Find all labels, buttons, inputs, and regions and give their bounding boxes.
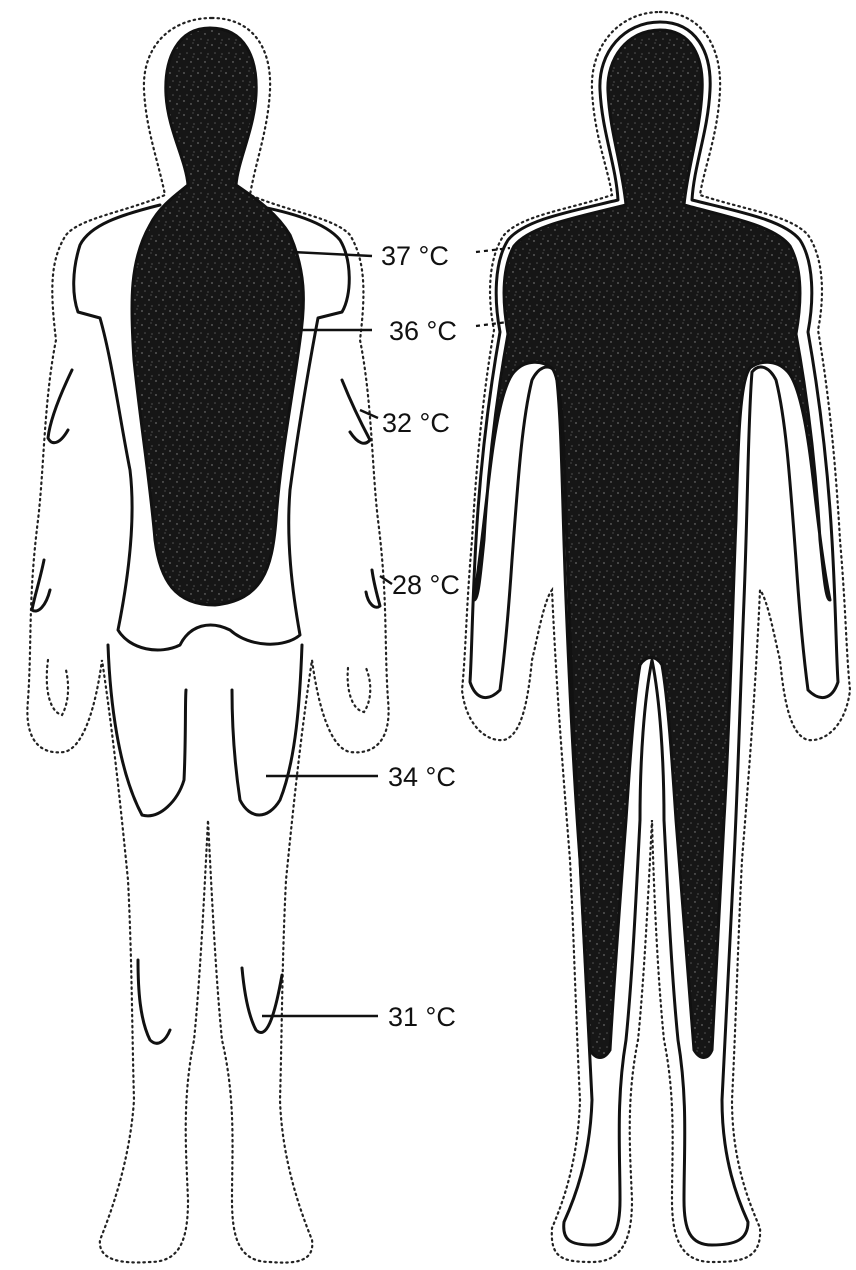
warm-body-figure	[462, 12, 850, 1262]
cold-core-region	[132, 28, 304, 605]
warm-core-region	[474, 30, 830, 1058]
label-36c: 36 °C	[389, 316, 457, 346]
leader-37c-left	[292, 252, 372, 256]
cold-right-hand-contour	[366, 570, 380, 607]
label-28c: 28 °C	[392, 570, 460, 600]
cold-body-figure	[27, 18, 388, 1263]
cold-right-calf-contour	[242, 968, 282, 1033]
cold-left-calf-contour	[138, 960, 170, 1043]
leader-28c	[380, 576, 392, 584]
cold-right-hand-outline	[348, 668, 371, 712]
cold-right-thigh-contour	[232, 645, 302, 815]
cold-left-arm-contour	[48, 370, 72, 443]
leader-36c-right	[476, 322, 508, 326]
label-34c: 34 °C	[388, 762, 456, 792]
temperature-labels: 37 °C 36 °C 32 °C 28 °C 34 °C 31 °C	[381, 241, 460, 1032]
cold-left-hand-contour	[32, 560, 50, 611]
cold-left-hand-outline	[47, 660, 68, 715]
label-37c: 37 °C	[381, 241, 449, 271]
label-31c: 31 °C	[388, 1002, 456, 1032]
label-32c: 32 °C	[382, 408, 450, 438]
